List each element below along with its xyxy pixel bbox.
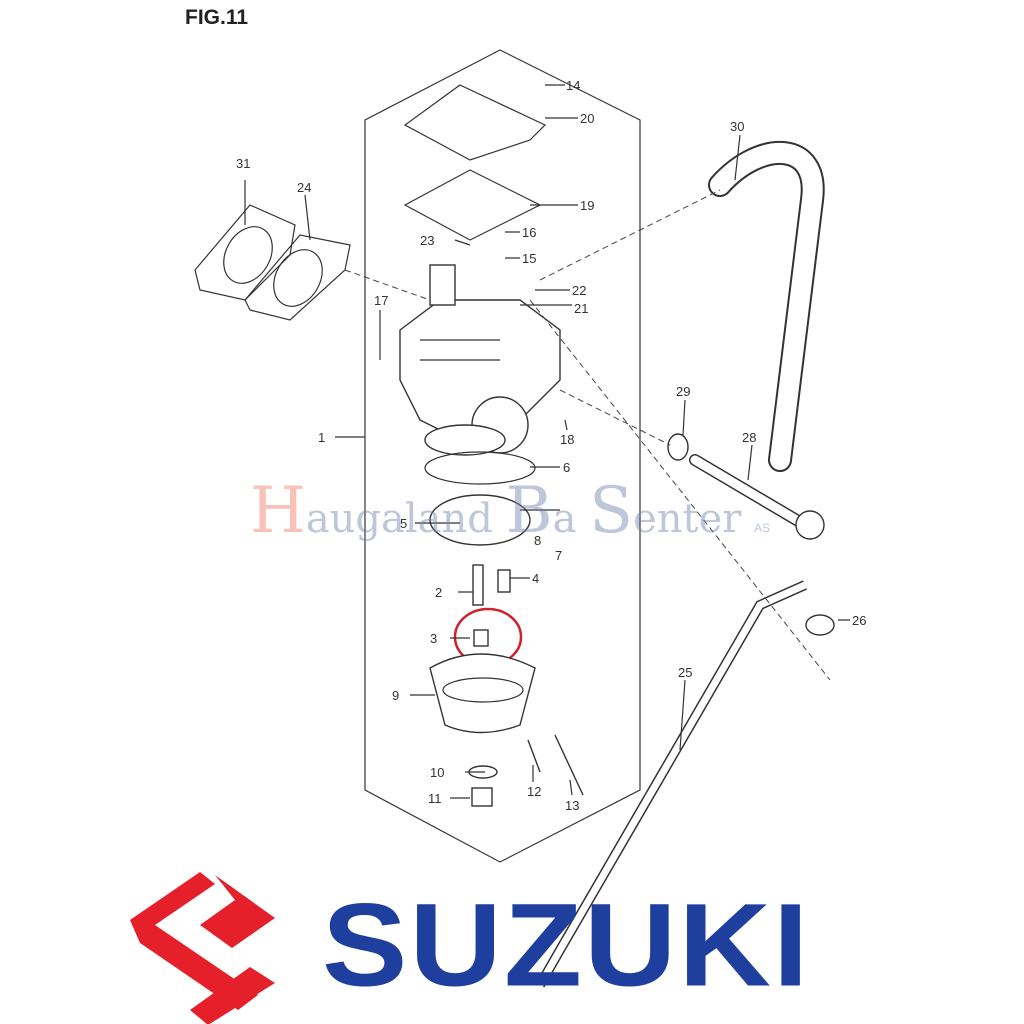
watermark: Haugaland Ba Senter AS (250, 474, 770, 548)
watermark-h: H (250, 474, 306, 548)
callout-17: 17 (374, 293, 388, 308)
callout-3: 3 (430, 631, 437, 646)
callout-7: 7 (555, 548, 562, 563)
callout-31: 31 (236, 156, 250, 171)
float-5 (429, 494, 531, 546)
watermark-s: S (589, 474, 634, 548)
callout-29: 29 (676, 384, 690, 399)
callout-24: 24 (297, 180, 311, 195)
main-jet-2 (472, 564, 484, 606)
spring-12 (527, 739, 541, 773)
callout-28: 28 (742, 430, 756, 445)
carburetor-body (399, 264, 561, 456)
watermark-text-2: enter (633, 496, 742, 542)
suzuki-s-logo (130, 872, 275, 1024)
callout-11: 11 (428, 791, 442, 806)
pilot-jet-4 (497, 569, 511, 593)
figure-title: FIG.11 (185, 6, 249, 29)
callout-13: 13 (565, 798, 579, 813)
washer-29 (667, 433, 689, 461)
gasket-24 (244, 234, 351, 321)
callout-23: 23 (420, 233, 434, 248)
callout-6: 6 (563, 460, 570, 475)
callout-25: 25 (678, 665, 692, 680)
gasket-6 (424, 451, 536, 485)
callout-26: 26 (852, 613, 866, 628)
watermark-a: a (552, 496, 577, 542)
clip-26 (805, 614, 835, 636)
screw-13 (554, 734, 584, 796)
bolt-28 (690, 455, 810, 530)
callout-4: 4 (532, 571, 539, 586)
callout-1: 1 (318, 430, 325, 445)
suzuki-wordmark: SUZUKI (322, 879, 811, 1012)
callout-19: 19 (580, 198, 594, 213)
float-bowl-9 (429, 653, 536, 734)
watermark-suffix: AS (754, 521, 771, 535)
callout-12: 12 (527, 784, 541, 799)
drain-plug-11 (471, 787, 493, 807)
callout-21: 21 (574, 301, 588, 316)
callout-15: 15 (522, 251, 536, 266)
callout-18: 18 (560, 432, 574, 447)
gasket-19 (403, 169, 542, 241)
callout-30: 30 (730, 119, 744, 134)
callout-22: 22 (572, 283, 586, 298)
callout-20: 20 (580, 111, 594, 126)
gasket-20 (403, 84, 547, 161)
callout-9: 9 (392, 688, 399, 703)
callout-5: 5 (400, 516, 407, 531)
jet-3 (473, 629, 489, 647)
callout-2: 2 (435, 585, 442, 600)
callout-16: 16 (522, 225, 536, 240)
callout-14: 14 (566, 78, 580, 93)
callout-10: 10 (430, 765, 444, 780)
callout-8: 8 (534, 533, 541, 548)
watermark-text-1: augaland (305, 496, 493, 542)
watermark-b: B (505, 474, 553, 548)
assembly-frame (364, 49, 641, 863)
